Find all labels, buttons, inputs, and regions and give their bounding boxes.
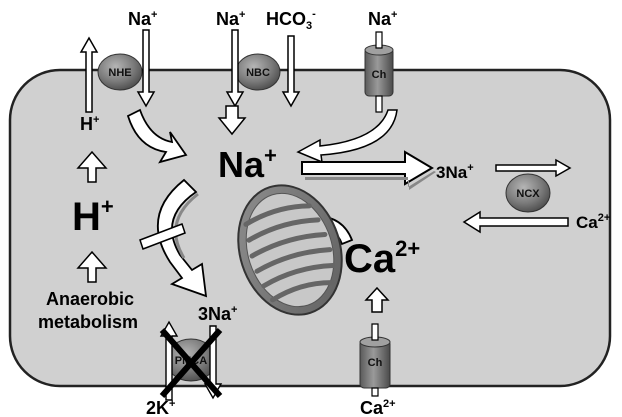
na-influx-nhe-arrow <box>136 29 156 108</box>
nbc-label: NBC <box>246 67 270 79</box>
na-label-nhe: Na+ <box>128 9 157 29</box>
ch-bottom-label: Ch <box>368 357 383 369</box>
ca-center-label: Ca2+ <box>344 236 420 281</box>
metabolism-label: metabolism <box>38 312 138 332</box>
k2-label: 2K+ <box>146 398 175 417</box>
nbc-transporter: NBC <box>235 53 281 91</box>
ca-channel-bottom: Ch <box>359 323 391 397</box>
nhe-label: NHE <box>108 67 131 79</box>
na-to-ncx-arrow <box>301 150 436 190</box>
hco3-label: HCO3- <box>266 8 316 32</box>
anaerobic-label: Anaerobic <box>46 289 134 309</box>
mitochondrion <box>237 184 343 316</box>
ca-up-arrow <box>364 286 390 313</box>
ch-top-label: Ch <box>372 69 387 81</box>
na-label-ch: Na+ <box>368 9 397 29</box>
nhe-transporter: NHE <box>97 53 143 91</box>
ca-right-label: Ca2+ <box>576 212 610 232</box>
h-efflux-label: H+ <box>80 114 99 134</box>
ca-influx-ncx-arrow <box>462 210 569 234</box>
h-up-arrow-upper <box>76 150 108 183</box>
ca-bottom-label: Ca2+ <box>360 398 396 417</box>
na-influx-nbc-arrow <box>225 29 245 108</box>
h-efflux-arrow <box>79 36 99 113</box>
h-big-label: H+ <box>72 194 114 239</box>
ncx-label: NCX <box>516 188 540 200</box>
na-k-pump-inhibited: PMCA <box>159 320 223 401</box>
na-efflux-ncx-arrow <box>495 158 572 178</box>
na3-ncx-label: 3Na+ <box>436 162 474 182</box>
na-center-label: Na+ <box>218 143 277 185</box>
na-label-nbc: Na+ <box>216 9 245 29</box>
na3-pump-label: 3Na+ <box>198 304 237 324</box>
hco3-influx-arrow <box>281 35 301 108</box>
ncx-transporter: NCX <box>505 173 551 213</box>
na-small-down-arrow <box>217 105 247 136</box>
na-to-pump-curved-arrow <box>139 178 208 298</box>
nhe-na-curved-arrow <box>126 108 188 164</box>
na-channel-top: Ch <box>364 31 394 113</box>
h-up-arrow-lower <box>76 250 108 283</box>
